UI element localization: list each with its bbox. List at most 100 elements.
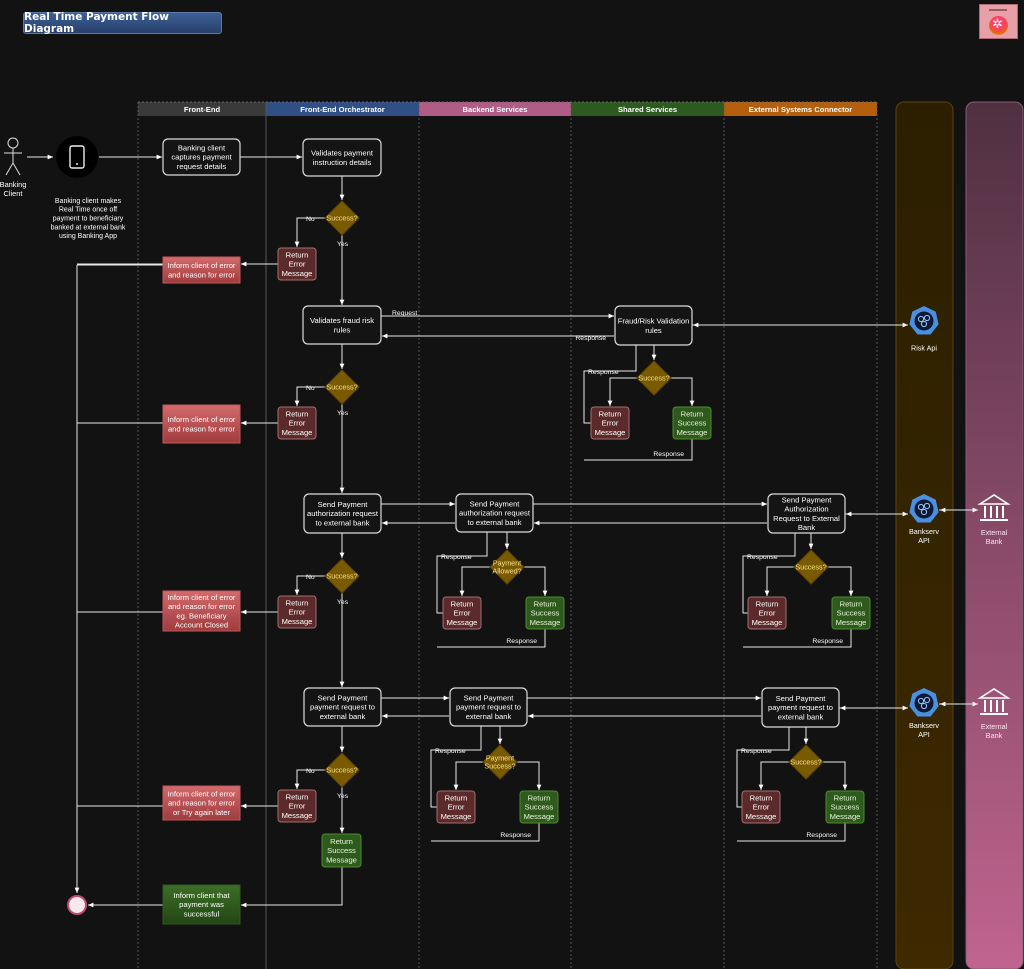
- response-label: Response: [588, 369, 619, 376]
- success-decision-3-shape[interactable]: [324, 558, 360, 594]
- payment-allowed-decision-return-error-shape[interactable]: [442, 596, 482, 630]
- banking-app-circle[interactable]: [56, 136, 98, 178]
- return-success-final-shape[interactable]: [321, 833, 362, 868]
- connector-arrow: [671, 377, 695, 406]
- return-error-1-shape[interactable]: [277, 247, 317, 281]
- fraud-success-decision[interactable]: Success?: [636, 360, 672, 396]
- external-pay-success-decision[interactable]: Success?: [788, 744, 824, 780]
- capture-details-task-shape[interactable]: [162, 138, 241, 176]
- inform-error-1-shape[interactable]: [162, 256, 241, 284]
- success-decision-2[interactable]: Success?: [324, 369, 360, 405]
- fraud-success-decision-shape[interactable]: [636, 360, 672, 396]
- response-label: Response: [747, 554, 778, 561]
- api-icon: [923, 314, 931, 322]
- swimlane-external: External Systems Connector: [723, 102, 877, 969]
- swimlane-title-orchestrator: Front-End Orchestrator: [300, 105, 384, 114]
- fraud-success-decision-return-success-shape[interactable]: [672, 406, 712, 440]
- brand-logo-icon: ✲: [979, 4, 1018, 39]
- return-error-2-shape[interactable]: [277, 406, 317, 440]
- external-auth-success-decision-shape[interactable]: [793, 549, 829, 585]
- external-payment-task-shape[interactable]: [761, 687, 840, 728]
- send-payment-request-task-shape[interactable]: [303, 687, 382, 727]
- external-auth-success-decision-return-error-shape[interactable]: [747, 596, 787, 630]
- success-decision-4-shape[interactable]: [324, 752, 360, 788]
- external-auth-success-decision[interactable]: Success?: [793, 549, 829, 585]
- connector-arrow: [241, 867, 343, 908]
- yes-label: Yes: [337, 410, 349, 417]
- inform-success-task-shape[interactable]: [162, 884, 241, 925]
- fraud-success-decision-return-error-shape[interactable]: [590, 406, 630, 440]
- return-error-4-shape[interactable]: [277, 789, 317, 823]
- inform-error-4-shape[interactable]: [162, 785, 241, 821]
- send-auth-request-task-shape[interactable]: [303, 493, 382, 534]
- success-decision-1[interactable]: Success?: [324, 200, 360, 236]
- validate-instruction-task-shape[interactable]: [302, 138, 382, 177]
- inform-error-3-shape[interactable]: [162, 590, 241, 632]
- external-pay-success-decision-return-success-shape[interactable]: [825, 790, 865, 824]
- success-decision-2-shape[interactable]: [324, 369, 360, 405]
- success-decision-3[interactable]: Success?: [324, 558, 360, 594]
- payment-allowed-decision-shape[interactable]: [489, 549, 525, 585]
- payment-success-decision-return-error-shape[interactable]: [436, 790, 476, 824]
- backend-payment-task-shape[interactable]: [449, 687, 528, 727]
- external-auth-success-decision-return-success-shape[interactable]: [831, 596, 871, 630]
- swimlane-title-frontend: Front-End: [184, 105, 221, 114]
- payment-allowed-decision-return-success-shape[interactable]: [525, 596, 565, 630]
- payment-success-decision-return-success-shape[interactable]: [519, 790, 559, 824]
- no-label: No: [306, 574, 315, 581]
- banking-app[interactable]: [56, 136, 98, 178]
- inform-error-2-shape[interactable]: [162, 404, 241, 444]
- success-decision-4[interactable]: Success?: [324, 752, 360, 788]
- risk-api[interactable]: Risk Api: [909, 306, 939, 353]
- success-decision-1-shape[interactable]: [324, 200, 360, 236]
- no-label: No: [306, 768, 315, 775]
- external-auth-task-shape[interactable]: [767, 493, 846, 534]
- return-error-3-shape[interactable]: [277, 595, 317, 629]
- fraud-validation-task-shape[interactable]: [614, 305, 693, 346]
- backend-auth-task-shape[interactable]: [455, 493, 534, 533]
- payment-success-decision-shape[interactable]: [482, 744, 518, 780]
- validate-fraud-task-shape[interactable]: [302, 305, 382, 345]
- external-pay-success-decision-return-error-shape[interactable]: [741, 790, 781, 824]
- external-pay-success-decision-shape[interactable]: [788, 744, 824, 780]
